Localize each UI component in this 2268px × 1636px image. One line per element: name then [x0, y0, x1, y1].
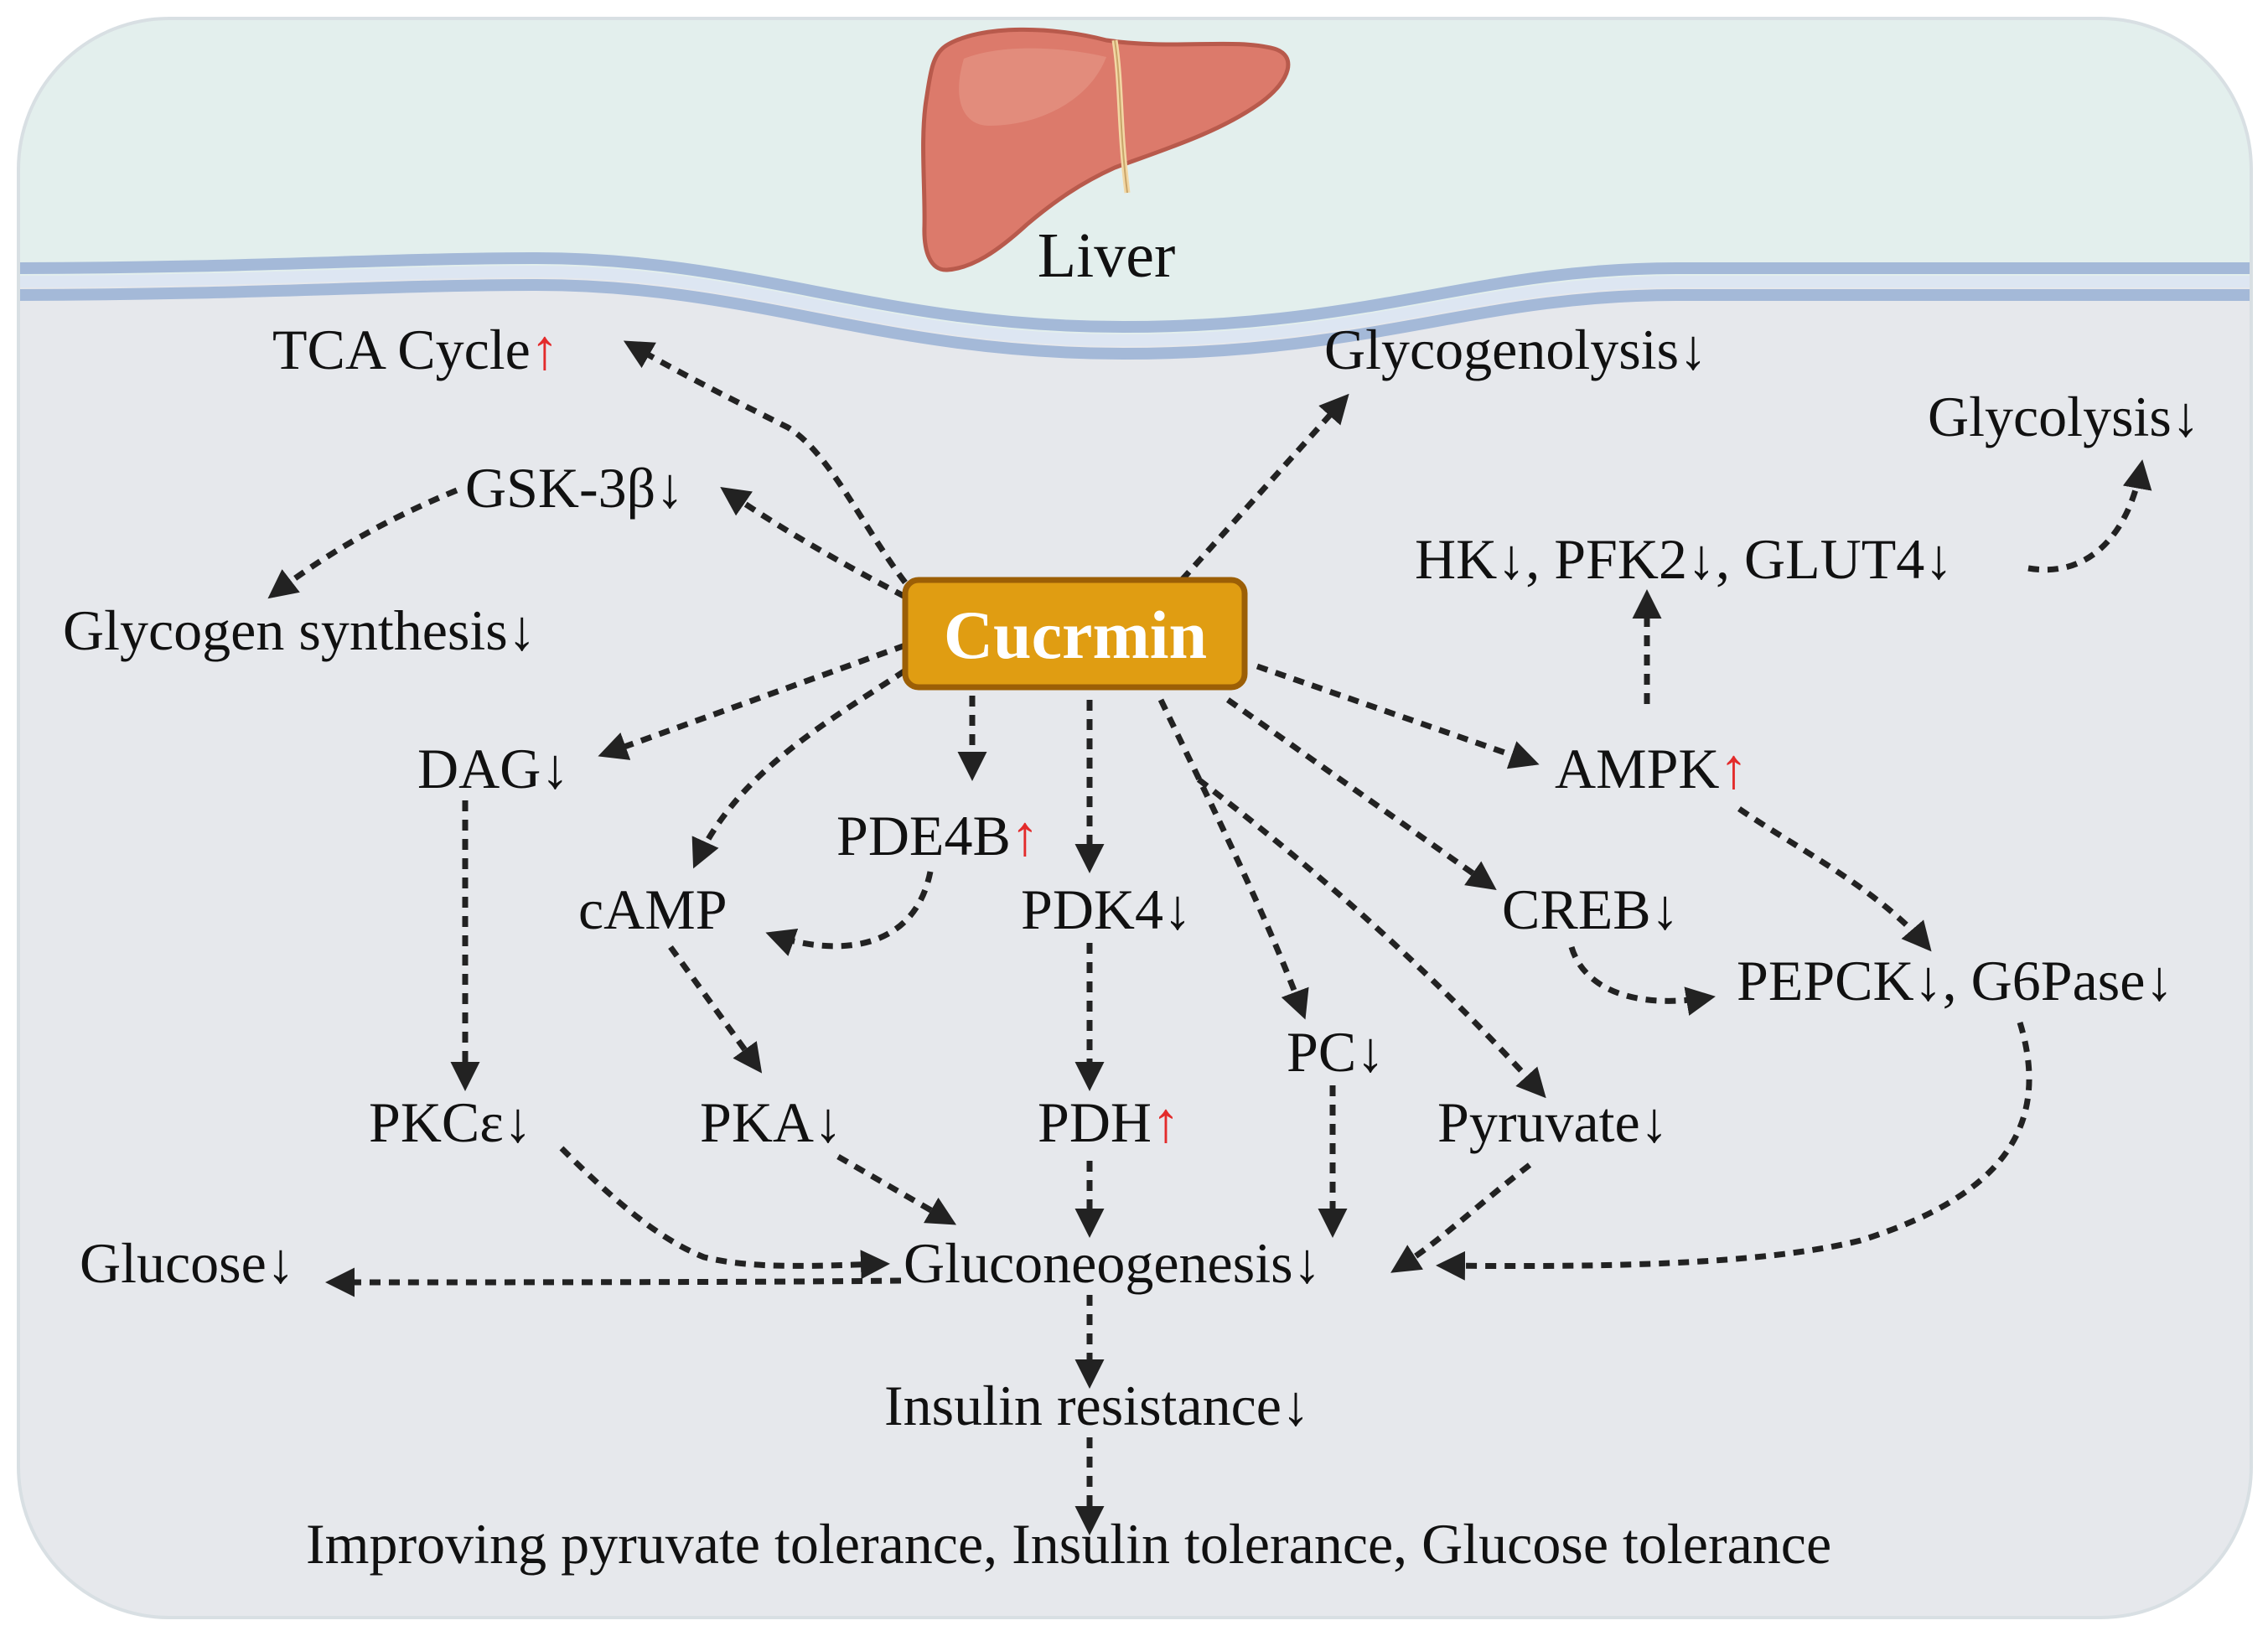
cell-membrane-inner: [18, 278, 2251, 360]
organ-label: Liver: [1038, 220, 1176, 291]
cell-interior-region: [18, 267, 2251, 1618]
cucrmin-box: [902, 577, 1248, 691]
node-gsk-3b: GSK-3β↓: [465, 456, 684, 520]
cell-membrane-outer: [18, 251, 2251, 334]
node-insulin-resistance: Insulin resistance↓: [884, 1374, 1310, 1437]
cell-membrane-core: [18, 265, 2251, 347]
arrow-cucrmin-to-ampk: [1256, 663, 1540, 769]
node-hk-pfk2-glut4: HK↓, PFK2↓, GLUT4↓: [1415, 527, 1953, 591]
node-dag: DAG↓: [417, 737, 569, 800]
arrow-gsk3b-to-glycogen-synthesis: [267, 487, 458, 599]
arrow-gluconeogenesis-to-glucose: [325, 1267, 902, 1297]
panel-border: [17, 17, 2253, 1619]
arrow-pde4b-to-camp: [765, 871, 934, 956]
background-panel: [18, 18, 2251, 1618]
cucrmin-node: Cucrmin: [902, 577, 1248, 691]
node-pkce: PKCε↓: [369, 1090, 532, 1154]
node-tca-cycle: TCA Cycle↑: [272, 318, 559, 381]
arrow-cucrmin-to-dag: [598, 642, 907, 760]
node-labels: TCA Cycle↑ Glycogenolysis↓ Glycolysis↓ G…: [63, 318, 2200, 1576]
arrow-camp-to-pka: [668, 945, 763, 1074]
arrow-cucrmin-to-gsk3b: [720, 487, 907, 600]
arrow-pka-to-gluconeogenesis: [836, 1153, 957, 1225]
arrow-cucrmin-to-pyruvate: [1196, 777, 1546, 1099]
node-ampk: AMPK↑: [1555, 737, 1748, 800]
arrow-pkce-to-gluconeogenesis: [559, 1146, 890, 1280]
arrow-cucrmin-to-creb: [1225, 697, 1497, 891]
cucrmin-label: Cucrmin: [944, 597, 1207, 673]
arrow-creb-to-pepck: [1568, 945, 1716, 1016]
arrow-hk-to-glycolysis: [2027, 459, 2152, 573]
node-pde4b: PDE4B↑: [836, 804, 1039, 867]
arrow-cucrmin-to-glycogenolysis: [1179, 393, 1349, 582]
node-pdk4: PDK4↓: [1021, 878, 1192, 941]
node-pka: PKA↓: [700, 1090, 842, 1154]
arrow-cucrmin-to-camp: [691, 668, 907, 869]
arrow-pepck-to-gluconeogenesis: [1436, 1021, 2032, 1281]
arrow-cucrmin-to-tca: [623, 340, 908, 585]
node-pdh: PDH↑: [1038, 1090, 1180, 1154]
node-pepck-g6pase: PEPCK↓, G6Pase↓: [1737, 949, 2173, 1012]
arrow-cucrmin-to-pc: [1157, 698, 1309, 1020]
arrow-ampk-to-pepck: [1737, 806, 1932, 952]
node-glucose: Glucose↓: [80, 1231, 295, 1295]
node-outcome: Improving pyruvate tolerance, Insulin to…: [306, 1512, 1831, 1576]
node-pyruvate: Pyruvate↓: [1437, 1090, 1669, 1154]
node-gluconeogenesis: Gluconeogenesis↓: [904, 1231, 1322, 1295]
node-glycogen-synthesis: Glycogen synthesis↓: [63, 598, 536, 662]
node-glycogenolysis: Glycogenolysis↓: [1324, 318, 1707, 381]
node-pc: PC↓: [1287, 1020, 1385, 1084]
arrows: [267, 340, 2152, 1535]
node-glycolysis: Glycolysis↓: [1928, 385, 2200, 448]
arrow-pyruvate-to-gluconeogenesis: [1390, 1162, 1532, 1273]
node-creb: CREB↓: [1502, 878, 1680, 941]
node-camp: cAMP: [578, 878, 728, 941]
liver-icon: [921, 27, 1291, 272]
